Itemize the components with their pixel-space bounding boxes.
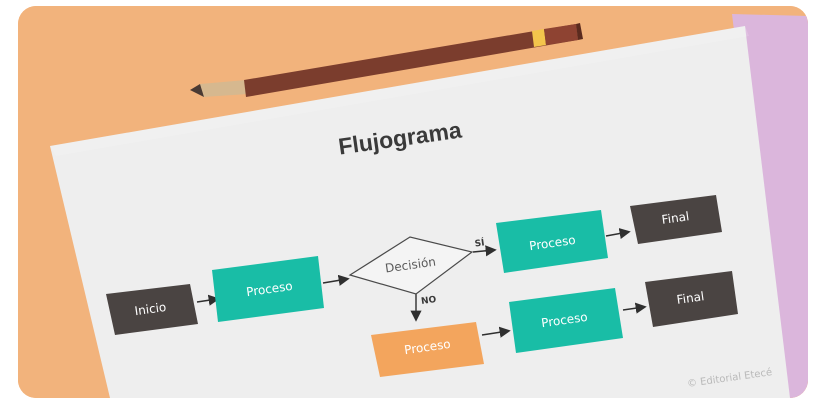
final-node-no-label: Final bbox=[676, 289, 705, 307]
process-node-yes: Proceso bbox=[496, 210, 608, 273]
yes-edge-label: SÍ bbox=[474, 236, 486, 249]
connectors bbox=[196, 227, 647, 338]
no-edge-label: NO bbox=[421, 295, 438, 307]
process-node-1: Proceso bbox=[212, 256, 324, 322]
process-node-no: Proceso bbox=[371, 322, 484, 377]
process-node-no-2: Proceso bbox=[509, 288, 623, 353]
flowchart-photo: Flujograma Inicio Proceso Decisión SÍ bbox=[18, 6, 808, 398]
final-node-yes: Final bbox=[630, 195, 722, 244]
start-node: Inicio bbox=[106, 284, 198, 335]
decision-node: Decisión bbox=[348, 236, 474, 295]
edge-no-process bbox=[481, 326, 511, 338]
process-node-1-label: Proceso bbox=[245, 279, 293, 299]
edge-process-final bbox=[622, 302, 647, 314]
edge-start-process bbox=[196, 294, 220, 306]
edge-yes-final bbox=[605, 227, 631, 240]
photo-frame: Flujograma Inicio Proceso Decisión SÍ bbox=[18, 6, 808, 398]
pencil bbox=[190, 23, 583, 97]
process-node-no-label: Proceso bbox=[403, 337, 451, 357]
edge-decision-yes bbox=[472, 245, 497, 257]
paper-highlight bbox=[50, 26, 749, 156]
process-node-yes-label: Proceso bbox=[528, 233, 576, 253]
process-node-no-2-label: Proceso bbox=[540, 310, 588, 330]
final-node-yes-label: Final bbox=[661, 209, 690, 227]
final-node-no: Final bbox=[645, 271, 738, 327]
edge-process-decision bbox=[322, 274, 350, 286]
start-node-label: Inicio bbox=[134, 300, 167, 318]
